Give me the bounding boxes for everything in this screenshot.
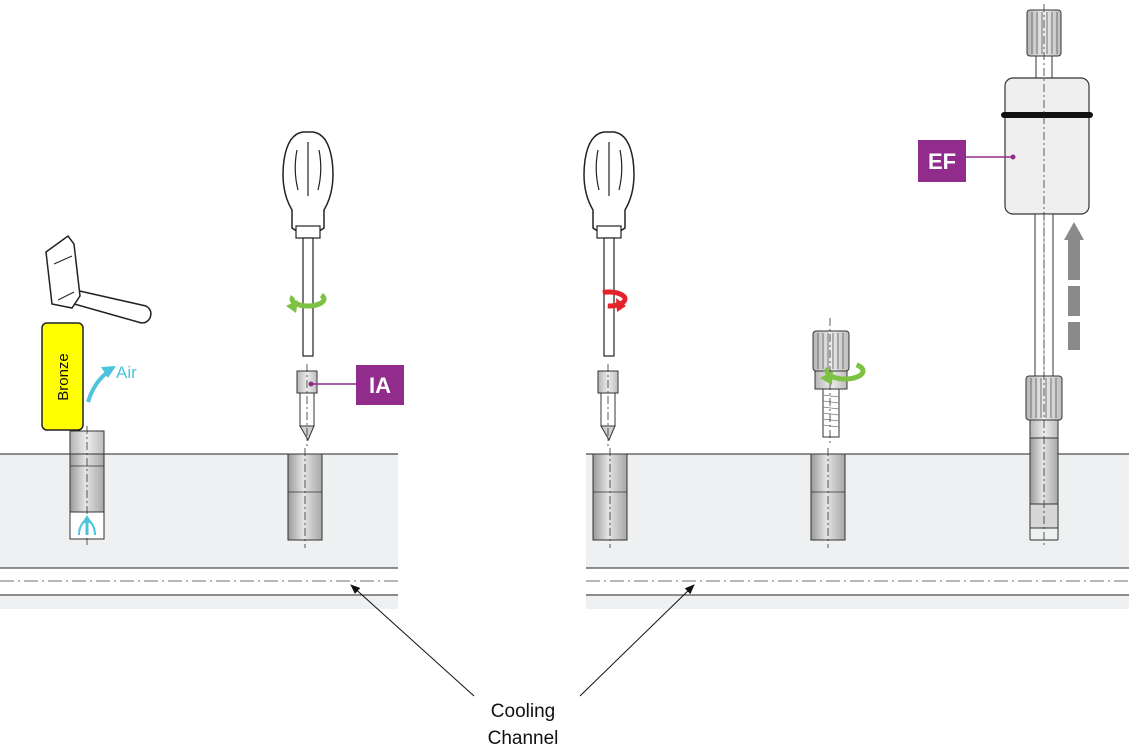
bronze-block: Bronze	[41, 322, 84, 431]
hammer-icon	[45, 234, 152, 324]
ia-tag: IA	[308, 365, 404, 405]
air-label: Air	[116, 363, 137, 382]
ef-label: EF	[928, 149, 956, 174]
air-flow-arrow: Air	[86, 363, 137, 403]
ia-label: IA	[369, 373, 391, 398]
insert-step2	[287, 448, 323, 548]
cooling-channel-label-line2: Channel	[488, 728, 559, 749]
screwdriver-icon	[583, 131, 635, 357]
rotate-arrow-icon	[590, 289, 628, 312]
rotate-arrow-icon	[286, 289, 327, 313]
cooling-channel-label-line1: Cooling	[491, 701, 555, 722]
screwdriver-icon	[282, 131, 334, 357]
insert-step4	[810, 448, 846, 548]
cooling-channel-callout: Cooling Channel	[350, 584, 695, 749]
rotate-arrow-icon	[820, 360, 866, 385]
air-inlet-icon	[78, 515, 96, 536]
insert-ia-screw	[296, 364, 318, 446]
insert-ia-screw	[597, 364, 619, 446]
bronze-label: Bronze	[55, 353, 72, 401]
extractor-tool	[1001, 4, 1093, 548]
up-arrow-icon	[1064, 222, 1084, 350]
ef-tag: EF	[918, 140, 1016, 182]
insert-step3	[592, 448, 628, 548]
cooling-channel-right	[586, 567, 1129, 596]
cooling-channel-left	[0, 567, 398, 596]
insert-step1	[69, 426, 105, 545]
